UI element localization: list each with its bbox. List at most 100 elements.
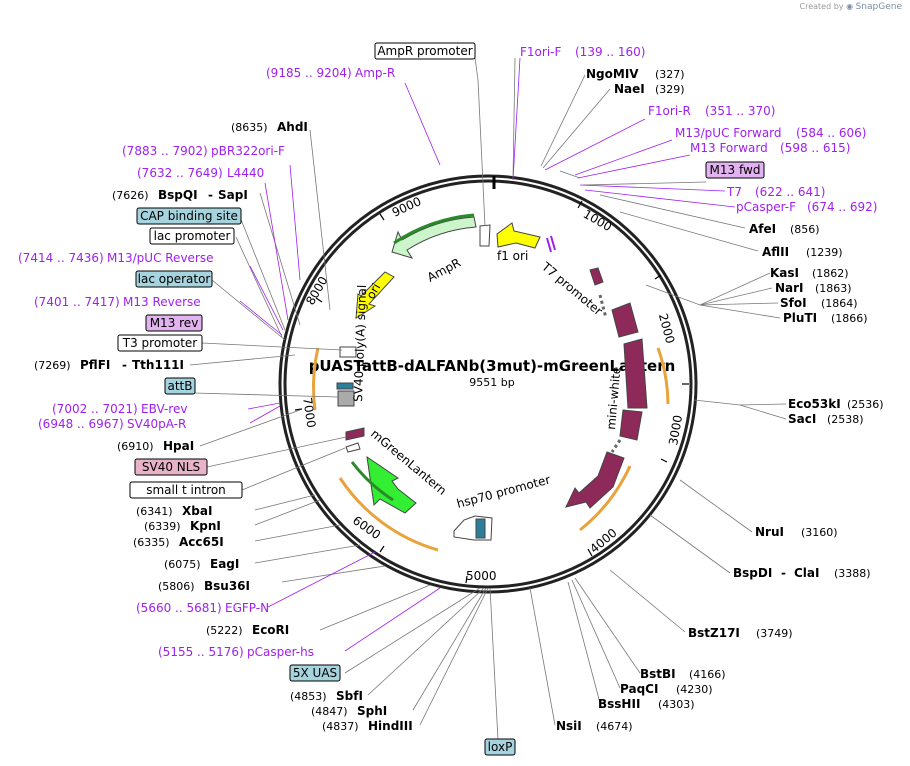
snapgene-credit: Created by ◉ SnapGene	[799, 2, 903, 12]
callout-lac-operator: lac operator	[138, 272, 211, 286]
feature-hsp70-promoter[interactable]	[453, 515, 493, 541]
enzyme-aflii[interactable]: AflII	[762, 245, 789, 259]
enzyme-naei[interactable]: NaeI	[614, 82, 645, 96]
primer-m13-fwd-pos: (598 .. 615)	[780, 141, 850, 155]
primer-pcasper-hs-pos: (5155 .. 5176)	[158, 645, 244, 659]
feature-sv40-block[interactable]	[336, 382, 354, 390]
enzyme-ahdi[interactable]: AhdI	[277, 120, 308, 134]
tick-label-3000: 3000	[666, 414, 685, 447]
enzyme-bspqi[interactable]: BspQI	[158, 188, 198, 202]
feature-5x-uas[interactable]	[475, 518, 486, 539]
callout-small-t-box[interactable]	[129, 481, 243, 499]
enzyme-nrui-pos: (3160)	[801, 526, 838, 539]
enzyme-bspdi-pos: (3388)	[834, 567, 871, 580]
feature-mini-white-d[interactable]	[619, 409, 643, 441]
feature-label-ampr: AmpR	[425, 255, 463, 284]
enzyme-nsii-pos: (4674)	[596, 720, 633, 733]
callout-cap-box[interactable]	[136, 207, 242, 225]
enzyme-ecori[interactable]: EcoRI	[252, 623, 289, 637]
enzyme-kasi[interactable]: KasI	[770, 266, 799, 280]
tick-marks	[294, 200, 689, 584]
primer-ebv-rev: EBV-rev	[141, 402, 187, 416]
primer-m13puc-rev-pos: (7414 .. 7436)	[18, 251, 104, 265]
feature-attb-block[interactable]	[337, 390, 355, 407]
enzyme-ecori-pos: (5222)	[206, 624, 243, 637]
feature-small-t[interactable]	[345, 442, 361, 453]
enzyme-paqci[interactable]: PaqCI	[620, 682, 658, 696]
callout-lac-promoter-box[interactable]	[149, 227, 235, 245]
enzyme-eco53ki[interactable]: Eco53kI	[788, 397, 841, 411]
enzyme-eagi[interactable]: EagI	[210, 557, 239, 571]
enzyme-sbfi[interactable]: SbfI	[336, 689, 363, 703]
enzyme-sfoi[interactable]: SfoI	[780, 296, 807, 310]
callout-5xuas: 5X UAS	[293, 666, 337, 680]
callout-loxp-box[interactable]	[484, 738, 516, 756]
enzyme-hpai[interactable]: HpaI	[163, 439, 194, 453]
enzyme-ngomiv-pos: (327)	[655, 68, 685, 81]
enzyme-pluti-pos: (1866)	[831, 312, 868, 325]
enzyme-xbai[interactable]: XbaI	[182, 504, 212, 518]
enzyme-bsu36i-pos: (5806)	[158, 580, 195, 593]
callout-small-t: small t intron	[146, 483, 226, 497]
feature-mini-white-c[interactable]	[623, 338, 648, 409]
enzyme-bstz17i[interactable]: BstZ17I	[688, 626, 740, 640]
primer-l4440: L4440	[227, 166, 264, 180]
feature-ampr-promoter[interactable]	[479, 224, 491, 247]
callout-sv40-nls-box[interactable]	[134, 458, 208, 476]
enzyme-afei-pos: (856)	[790, 223, 820, 236]
enzyme-tth111i[interactable]: Tth111I	[132, 358, 184, 372]
primer-f1ori-f-pos: (139 .. 160)	[575, 45, 645, 59]
feature-mini-white-e[interactable]	[565, 451, 625, 509]
feature-ori-arrow[interactable]	[355, 271, 395, 319]
enzyme-acc65i[interactable]: Acc65I	[179, 535, 224, 549]
backbone-outer	[278, 174, 698, 594]
feature-lac-small[interactable]	[339, 346, 357, 358]
feature-mini-white-b[interactable]	[611, 302, 639, 338]
enzyme-bsshii[interactable]: BssHII	[598, 697, 640, 711]
enzyme-pluti[interactable]: PluTI	[783, 311, 817, 325]
enzyme-bstbi[interactable]: BstBI	[640, 667, 676, 681]
primer-sv40pa-r: SV40pA-R	[127, 417, 186, 431]
enzyme-kpni[interactable]: KpnI	[190, 519, 221, 533]
primer-t7-mark	[546, 237, 552, 253]
enzyme-xbai-pos: (6341)	[136, 505, 173, 518]
enzyme-afei[interactable]: AfeI	[749, 222, 776, 236]
primer-pcasper-mark	[550, 235, 556, 251]
callout-lac-operator-box[interactable]	[135, 270, 213, 288]
primer-m13-fwd: M13 Forward	[690, 141, 768, 155]
enzyme-nari[interactable]: NarI	[775, 281, 804, 295]
enzyme-bspdi[interactable]: BspDI	[733, 566, 772, 580]
primer-pcasper-f: pCasper-F	[736, 200, 796, 214]
feature-label-t7-promoter: T7 promoter	[538, 259, 605, 318]
enzyme-sphi[interactable]: SphI	[357, 704, 387, 718]
callout-5xuas-box[interactable]	[289, 664, 341, 682]
primer-t7: T7	[726, 185, 742, 199]
enzyme-saci[interactable]: SacI	[788, 412, 816, 426]
enzyme-bstbi-pos: (4166)	[689, 668, 726, 681]
enzyme-bsu36i[interactable]: Bsu36I	[204, 579, 250, 593]
enzyme-ngomiv[interactable]: NgoMIV	[586, 67, 639, 81]
feature-f1-ori-arrow[interactable]	[496, 222, 541, 249]
enzyme-sbfi-pos: (4853)	[290, 690, 327, 703]
callout-attb-box[interactable]	[164, 377, 196, 395]
enzyme-ahdi-pos: (8635)	[231, 121, 268, 134]
direction-arcs	[312, 213, 670, 552]
callout-ampr-promoter-box[interactable]	[374, 42, 476, 60]
callout-m13-fwd-box[interactable]	[705, 161, 765, 179]
feature-mini-white-a[interactable]	[589, 267, 604, 286]
callout-t3-promoter-box[interactable]	[117, 334, 203, 352]
primer-t7-pos: (622 .. 641)	[755, 185, 825, 199]
enzyme-nsii[interactable]: NsiI	[556, 719, 582, 733]
enzyme-hindiii[interactable]: HindIII	[368, 719, 413, 733]
enzyme-nrui[interactable]: NruI	[755, 525, 784, 539]
enzyme-pflfi[interactable]: PflFI	[80, 358, 110, 372]
feature-ampr-arrow[interactable]	[391, 216, 477, 259]
enzyme-clai[interactable]: ClaI	[794, 566, 819, 580]
enzyme-sapi[interactable]: SapI	[218, 188, 248, 202]
feature-mgreenlantern-arrow[interactable]	[366, 455, 417, 514]
callout-m13-rev-box[interactable]	[145, 314, 203, 332]
plasmid-name: pUASTattB-dALFANb(3mut)-mGreenLantern	[309, 357, 676, 375]
feature-sv40-nls[interactable]	[345, 427, 365, 441]
svg-text:-: -	[122, 358, 127, 372]
leader-lines	[189, 57, 787, 741]
